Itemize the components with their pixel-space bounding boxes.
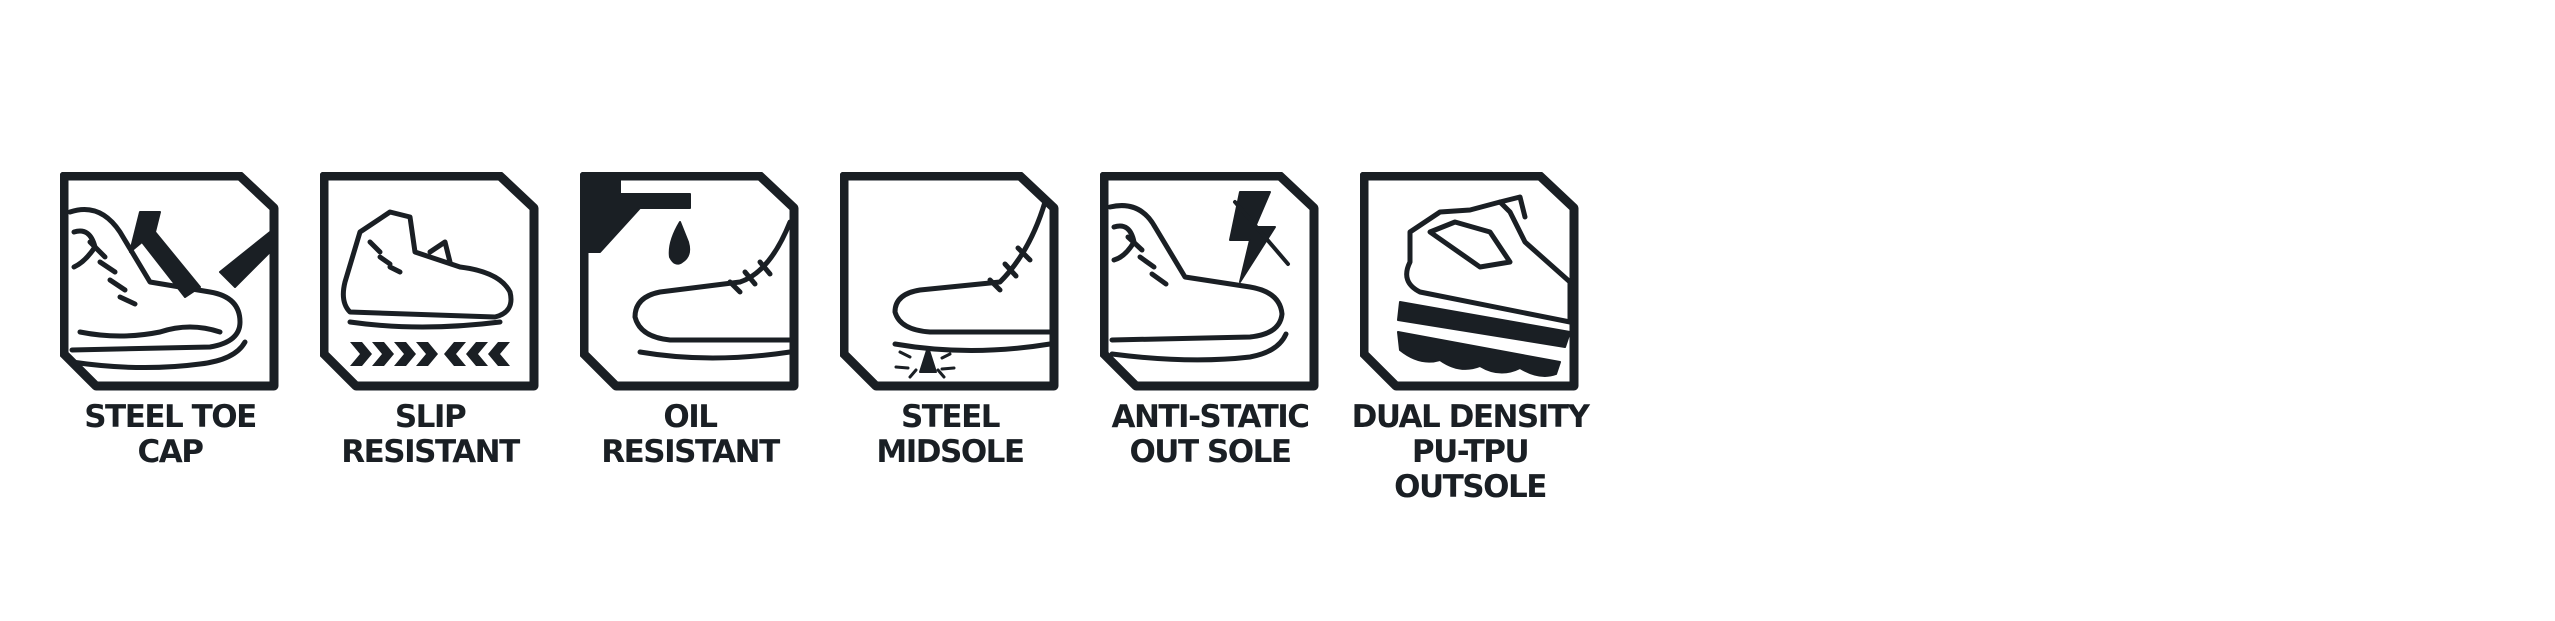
- dual-density-outsole-icon: [1360, 172, 1580, 392]
- feature-oil-resistant: OIL RESISTANT: [550, 172, 810, 532]
- label-line: SLIP: [394, 399, 467, 435]
- label-line: STEEL TOE: [84, 399, 257, 435]
- oil-resistant-icon: [580, 172, 800, 392]
- feature-steel-toe-cap: STEEL TOE CAP: [30, 172, 290, 532]
- feature-label: DUAL DENSITY PU-TPU OUTSOLE: [1330, 400, 1610, 505]
- label-line: OIL: [663, 399, 718, 435]
- label-line: CAP: [137, 434, 204, 470]
- feature-anti-static: ANTI-STATIC OUT SOLE: [1070, 172, 1330, 532]
- label-line: ANTI-STATIC: [1111, 399, 1310, 435]
- label-line: RESISTANT: [341, 434, 520, 470]
- label-line: MIDSOLE: [876, 434, 1025, 470]
- feature-steel-midsole: STEEL MIDSOLE: [810, 172, 1070, 532]
- label-line: STEEL: [900, 399, 1001, 435]
- label-line: PU-TPU: [1411, 434, 1530, 470]
- steel-toe-cap-icon: [60, 172, 280, 392]
- label-line: RESISTANT: [601, 434, 780, 470]
- feature-label: STEEL TOE CAP: [30, 400, 310, 470]
- slip-resistant-icon: [320, 172, 540, 392]
- steel-midsole-icon: [840, 172, 1060, 392]
- feature-label: SLIP RESISTANT: [290, 400, 570, 470]
- label-line: OUTSOLE: [1394, 469, 1547, 505]
- feature-slip-resistant: SLIP RESISTANT: [290, 172, 550, 532]
- label-line: OUT SOLE: [1129, 434, 1292, 470]
- feature-dual-density: DUAL DENSITY PU-TPU OUTSOLE: [1330, 172, 1590, 532]
- feature-label: OIL RESISTANT: [550, 400, 830, 470]
- feature-label: STEEL MIDSOLE: [810, 400, 1090, 470]
- label-line: DUAL DENSITY: [1351, 399, 1590, 435]
- feature-label: ANTI-STATIC OUT SOLE: [1070, 400, 1350, 470]
- feature-icons-row: STEEL TOE CAP: [30, 172, 1590, 532]
- anti-static-icon: [1100, 172, 1320, 392]
